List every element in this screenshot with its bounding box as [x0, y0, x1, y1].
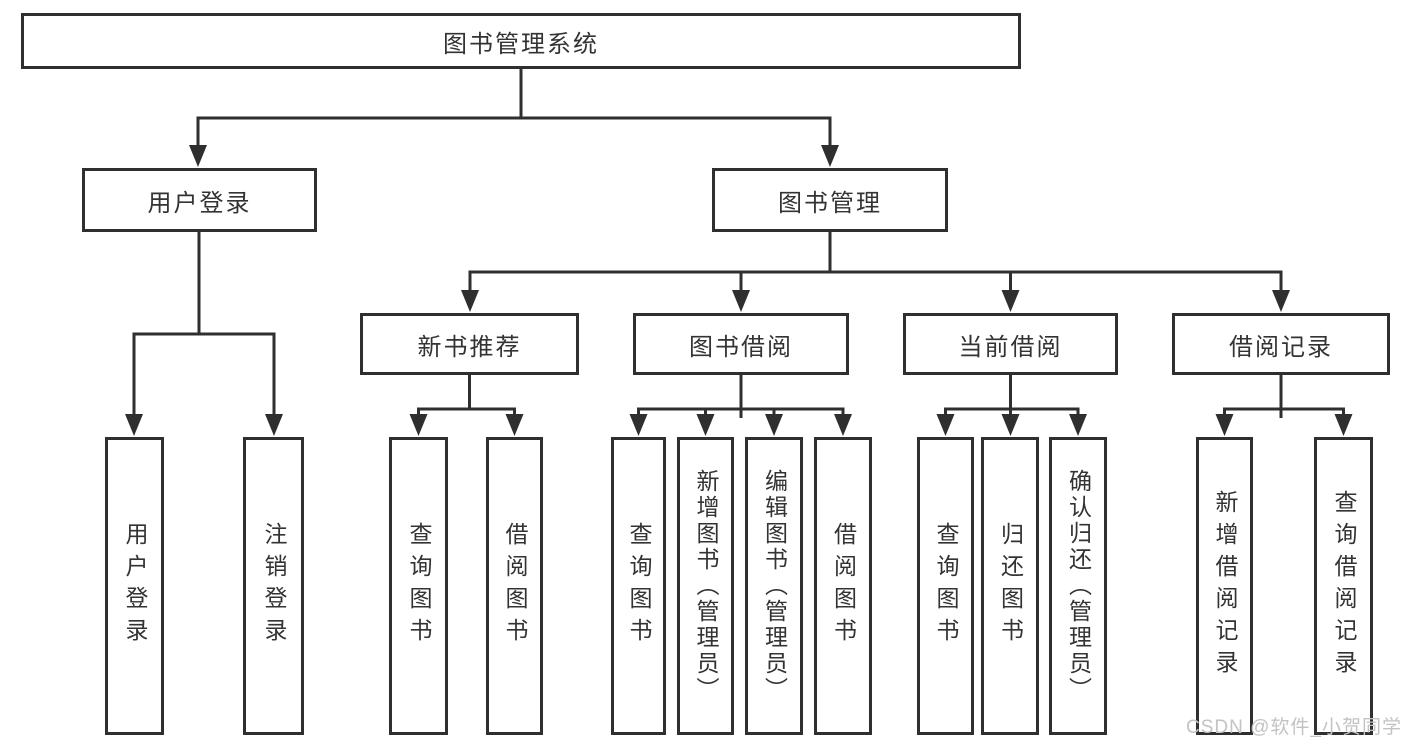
watermark: CSDN @软件_小贺同学: [1186, 717, 1402, 738]
leaf-add-borrow-record: 新增借阅记录: [1196, 437, 1253, 735]
node-borrow-record-label: 借阅记录: [1229, 333, 1333, 361]
leaf-borrow-book: 借阅图书: [814, 437, 872, 735]
leaf-current-query-book-label: 查询图书: [933, 522, 959, 650]
leaf-add-book-admin: 新增图书（管理员）: [677, 437, 734, 735]
leaf-return-book: 归还图书: [981, 437, 1039, 735]
leaf-add-borrow-record-label: 新增借阅记录: [1212, 490, 1238, 682]
node-root-label: 图书管理系统: [443, 30, 599, 58]
node-borrow-record: 借阅记录: [1172, 313, 1390, 375]
leaf-recommend-borrow-book: 借阅图书: [486, 437, 543, 735]
node-current-borrow: 当前借阅: [903, 313, 1118, 375]
leaf-recommend-query-book: 查询图书: [389, 437, 448, 735]
leaf-query-borrow-record-label: 查询借阅记录: [1331, 490, 1357, 682]
leaf-confirm-return-admin: 确认归还（管理员）: [1049, 437, 1107, 735]
leaf-query-borrow-record: 查询借阅记录: [1314, 437, 1373, 735]
node-book-borrow: 图书借阅: [633, 313, 849, 375]
node-book-borrow-label: 图书借阅: [689, 333, 793, 361]
leaf-confirm-return-admin-label: 确认归还（管理员）: [1065, 469, 1092, 703]
leaf-user-login: 用户登录: [105, 437, 164, 735]
node-new-book-recommend-label: 新书推荐: [417, 333, 522, 361]
leaf-logout: 注销登录: [243, 437, 304, 735]
leaf-borrow-book-label: 借阅图书: [830, 522, 857, 650]
node-book-management: 图书管理: [712, 168, 948, 232]
node-new-book-recommend: 新书推荐: [360, 313, 579, 375]
leaf-recommend-borrow-book-label: 借阅图书: [502, 522, 528, 650]
leaf-return-book-label: 归还图书: [997, 522, 1024, 650]
node-user-login: 用户登录: [82, 168, 317, 232]
leaf-borrow-query-book: 查询图书: [611, 437, 666, 735]
leaf-edit-book-admin-label: 编辑图书（管理员）: [761, 469, 788, 703]
leaf-current-query-book: 查询图书: [917, 437, 974, 735]
leaf-recommend-query-book-label: 查询图书: [406, 522, 432, 650]
leaf-edit-book-admin: 编辑图书（管理员）: [745, 437, 803, 735]
node-user-login-label: 用户登录: [147, 189, 252, 217]
node-book-management-label: 图书管理: [778, 189, 882, 217]
leaf-add-book-admin-label: 新增图书（管理员）: [693, 469, 719, 703]
leaf-logout-label: 注销登录: [261, 522, 287, 650]
node-current-borrow-label: 当前借阅: [958, 333, 1063, 361]
node-root: 图书管理系统: [21, 13, 1021, 69]
leaf-user-login-label: 用户登录: [122, 522, 148, 650]
leaf-borrow-query-book-label: 查询图书: [626, 522, 652, 650]
